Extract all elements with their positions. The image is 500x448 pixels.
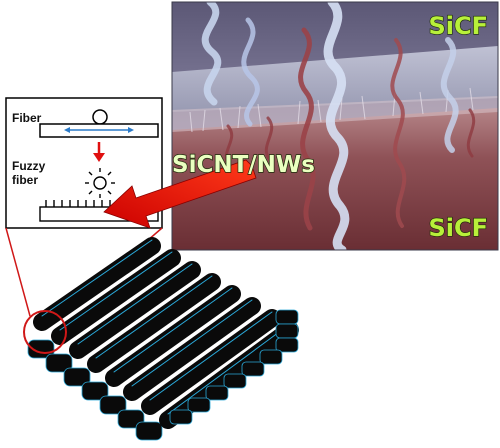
upper-sicf-label: SiCF	[428, 12, 488, 40]
rod-3	[69, 261, 201, 359]
lower-sicf-label: SiCF	[428, 214, 488, 242]
right-edge-stack	[169, 309, 299, 425]
fiber-label: Fiber	[12, 111, 42, 125]
rod-1	[33, 237, 161, 331]
callout-arrow	[103, 159, 257, 229]
rod-7	[141, 309, 281, 415]
zoom-line-left	[5, 227, 31, 317]
rod-2	[51, 249, 181, 345]
render-panel: SiCF SiCF	[171, 1, 499, 251]
helix-blue-2	[241, 17, 260, 127]
top-layer-rods	[33, 237, 299, 429]
rod-5	[105, 285, 241, 387]
helix-red-1	[298, 27, 316, 231]
fiber-cross-section	[92, 109, 108, 125]
zoom-circle	[23, 310, 67, 354]
helix-red-5	[466, 108, 476, 158]
helix-red-4	[224, 124, 234, 168]
sicnt-nws-label: SiCNT/NWs	[172, 152, 315, 178]
fuzzy-fiber-label-line2: fiber	[12, 173, 38, 187]
helical-nanotubes	[201, 2, 476, 250]
fuzzy-fiber-label-line1: Fuzzy	[12, 159, 46, 173]
helix-blue-1	[201, 2, 222, 106]
rod-6	[123, 297, 261, 401]
helix-red-2	[390, 38, 407, 228]
rod-4	[87, 273, 221, 373]
fiber-bundle	[27, 237, 299, 441]
helix-blue-3	[323, 2, 350, 250]
helix-blue-4	[440, 37, 459, 153]
helix-red-3	[264, 116, 274, 162]
fuzzy-fiber-cross-section	[85, 168, 115, 198]
